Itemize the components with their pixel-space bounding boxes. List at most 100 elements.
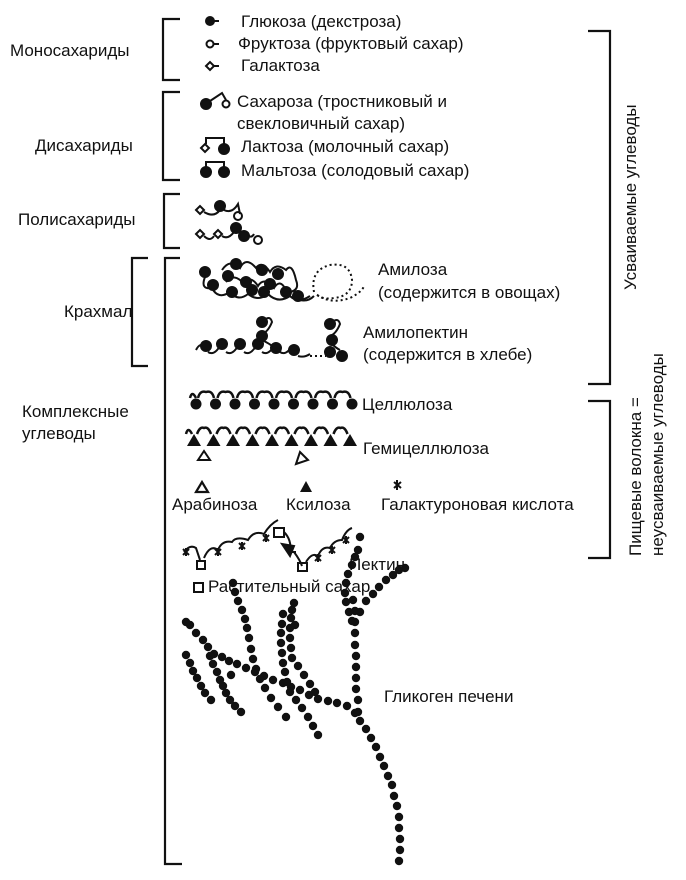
glucose-unit bbox=[268, 675, 278, 685]
amylopectin-label-line1: Амилопектин bbox=[363, 323, 469, 342]
glycosidic-bond bbox=[235, 390, 255, 399]
group-complex-line1: Комплексные bbox=[22, 402, 129, 421]
xylose-unit bbox=[343, 434, 357, 446]
xylose-unit bbox=[284, 434, 299, 446]
glucose-unit bbox=[191, 628, 201, 638]
group-complex-line2: углеводы bbox=[22, 424, 96, 443]
amylopectin-label-line2: (содержится в хлебе) bbox=[363, 345, 533, 364]
xylose-unit bbox=[245, 434, 260, 446]
glucose-unit bbox=[242, 623, 252, 633]
glucose-unit bbox=[236, 707, 246, 717]
glucose-unit bbox=[212, 667, 222, 677]
glucose-unit bbox=[290, 620, 300, 630]
glucose-unit bbox=[353, 545, 363, 555]
glucose-unit bbox=[260, 683, 270, 693]
glucose-unit bbox=[395, 834, 405, 844]
glucose-unit bbox=[192, 673, 202, 683]
glucose-unit bbox=[273, 702, 283, 712]
pectin-label: Пектин bbox=[349, 555, 405, 574]
glucose-unit bbox=[323, 696, 333, 706]
glucose-unit bbox=[217, 652, 227, 662]
arabinose-unit bbox=[294, 450, 310, 466]
bracket-digestible bbox=[588, 29, 612, 386]
glucose-unit bbox=[299, 670, 309, 680]
fiber-label-line1: Пищевые волокна = bbox=[626, 397, 645, 556]
glycosidic-bond bbox=[332, 426, 349, 435]
glucose-unit bbox=[285, 633, 295, 643]
glucose-unit bbox=[351, 662, 361, 672]
glucose-unit bbox=[297, 703, 307, 713]
fiber-label-line2: неусваиваемые углеводы bbox=[648, 353, 667, 556]
glucose-unit bbox=[341, 578, 351, 588]
bracket-polysaccharides bbox=[162, 192, 180, 250]
galactose-label: Галактоза bbox=[241, 56, 320, 75]
glucose-unit bbox=[276, 628, 286, 638]
glucose-unit bbox=[395, 845, 405, 855]
glycosidic-bond bbox=[215, 426, 232, 435]
glucose-unit bbox=[278, 658, 288, 668]
galacturonic-acid-unit bbox=[214, 548, 222, 556]
galacturonic-acid-unit bbox=[238, 542, 246, 550]
glucose-unit bbox=[232, 659, 242, 669]
glucose-unit bbox=[266, 693, 276, 703]
glycogen-label: Гликоген печени bbox=[384, 687, 514, 706]
glucose-unit bbox=[388, 570, 398, 580]
pectin-acid-units bbox=[182, 534, 350, 562]
plant-sugar-icon bbox=[193, 582, 204, 593]
glucose-unit bbox=[348, 595, 358, 605]
glucose-unit bbox=[280, 667, 290, 677]
glucose-unit bbox=[392, 801, 402, 811]
polysaccharide-chain-1 bbox=[194, 200, 243, 221]
glucose-unit bbox=[286, 643, 296, 653]
glucose-unit bbox=[355, 532, 365, 542]
arabinose-label: Арабиноза bbox=[172, 495, 258, 514]
glucose-unit bbox=[351, 651, 361, 661]
glucose-unit bbox=[327, 398, 338, 410]
lactose-icon bbox=[199, 137, 230, 155]
glucose-unit bbox=[230, 701, 240, 711]
glucose-unit bbox=[229, 398, 241, 410]
cellulose-label: Целлюлоза bbox=[362, 395, 453, 414]
glucose-unit bbox=[244, 633, 254, 643]
glucose-unit bbox=[208, 659, 218, 669]
glucose-unit bbox=[281, 712, 291, 722]
glucose-unit bbox=[240, 614, 250, 624]
hemicellulose-structure bbox=[184, 426, 357, 466]
glucose-unit bbox=[188, 666, 198, 676]
glucose-unit bbox=[381, 575, 391, 585]
glucose-unit bbox=[277, 648, 287, 658]
glucose-unit bbox=[268, 398, 280, 410]
glucose-unit bbox=[285, 687, 295, 697]
glucose-unit bbox=[341, 597, 351, 607]
glucose-unit bbox=[342, 701, 352, 711]
sucrose-label-line2: свекловичный сахар) bbox=[237, 114, 406, 133]
fructose-label: Фруктоза (фруктовый сахар) bbox=[238, 34, 464, 53]
hemicellulose-label: Гемицеллюлоза bbox=[363, 439, 489, 458]
glucose-unit bbox=[291, 695, 301, 705]
glucose-unit bbox=[251, 664, 261, 674]
galactose-icon bbox=[204, 60, 219, 72]
glucose-unit bbox=[332, 698, 342, 708]
glucose-unit bbox=[293, 661, 303, 671]
group-monosaccharides: Моносахариды bbox=[10, 41, 130, 60]
glucose-unit bbox=[185, 658, 195, 668]
glucose-unit bbox=[355, 716, 365, 726]
glycosidic-bond bbox=[188, 392, 198, 399]
glucose-unit bbox=[350, 628, 360, 638]
glucose-unit bbox=[347, 560, 357, 570]
glucose-unit bbox=[371, 742, 381, 752]
glucose-unit bbox=[400, 563, 410, 573]
amylose-label-line2: (содержится в овощах) bbox=[378, 283, 561, 302]
glucose-unit bbox=[375, 752, 385, 762]
glycosidic-bond bbox=[312, 426, 330, 435]
fructose-icon bbox=[205, 39, 219, 49]
glucose-unit bbox=[286, 613, 296, 623]
right-brackets bbox=[588, 29, 612, 560]
glucose-unit bbox=[230, 587, 240, 597]
glucose-unit bbox=[295, 685, 305, 695]
amylose-structure bbox=[199, 258, 365, 302]
glucose-unit bbox=[361, 724, 371, 734]
glucose-unit bbox=[190, 398, 202, 410]
galacturonic-acid-icon bbox=[393, 480, 402, 490]
